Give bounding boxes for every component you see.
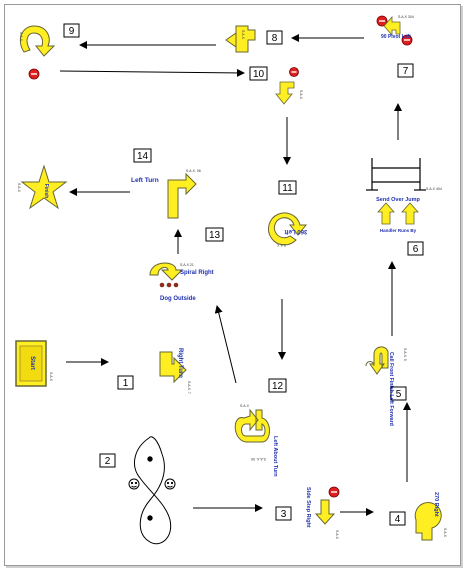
svg-text:S.A.X. 06: S.A.X. 06 [186, 169, 201, 173]
station-13-label: Spiral Right [180, 270, 214, 276]
station-3-number: 3 [281, 509, 287, 520]
svg-text:S.A.X 21: S.A.X 21 [180, 263, 194, 267]
station-6-jump: Send Over Jump Handler Runs By S.A.X 404 [366, 158, 442, 233]
station-5-label: Call Front Finish Left Forward [388, 352, 394, 426]
station-9-box: 9 [63, 23, 80, 38]
station-1-sign: Right Turn S.A.X. 7 [159, 348, 191, 394]
smiley-right [164, 478, 176, 490]
station-8-sign: S.A.X [225, 25, 256, 53]
svg-text:S.A.X. 5: S.A.X. 5 [403, 348, 407, 361]
arrow-12-to-13 [214, 305, 237, 384]
arrow-9-to-10 [59, 68, 245, 77]
station-3-sign: Side Step Right S.A.X [305, 486, 340, 540]
finish-label: Finish [43, 184, 49, 199]
station-12-label: Left About Turn [272, 436, 278, 477]
station-2-number: 2 [105, 456, 111, 467]
station-5-box: 5 [390, 386, 407, 401]
start-label: Start [29, 356, 35, 370]
svg-text:S.A.X: S.A.X [49, 372, 53, 382]
station-9-sign: S.A.X [19, 25, 56, 80]
station-13-box: 13 [205, 227, 224, 242]
station-10-number: 10 [253, 69, 265, 80]
finish-sign: Finish S.A.X [17, 164, 68, 210]
svg-text:S.A.X: S.A.X [241, 30, 245, 40]
cone-bottom [147, 515, 153, 521]
station-4-number: 4 [395, 514, 401, 525]
station-1-number: 1 [123, 378, 129, 389]
station-11-label: 360 Left [285, 228, 308, 234]
pylon-2 [166, 282, 172, 288]
station-3-label: Side Step Right [305, 487, 311, 528]
station-14-number: 14 [137, 151, 149, 162]
station-4-sign: 270 Right S.A.X [414, 492, 447, 541]
svg-text:S.A.X: S.A.X [19, 32, 23, 42]
pylon-1 [159, 282, 165, 288]
svg-text:S.A.X 304: S.A.X 304 [398, 15, 414, 19]
pylon-3 [173, 282, 179, 288]
station-14-box: 14 [133, 148, 152, 163]
svg-text:S.A.X: S.A.X [17, 183, 21, 193]
station-7-sign: 90 Pivot Left S.A.X 304 [376, 15, 414, 46]
station-number-boxes: 1 2 3 4 5 6 7 8 9 10 11 12 13 14 [63, 23, 424, 526]
course-border [4, 4, 461, 566]
svg-text:S.A.X: S.A.X [335, 530, 339, 540]
station-6-number: 6 [413, 244, 419, 255]
station-11-number: 11 [282, 183, 293, 194]
course-path-arrows [59, 34, 411, 516]
station-12-box: 12 [268, 378, 287, 393]
station-4-box: 4 [389, 511, 406, 526]
cone-top [147, 456, 153, 462]
svg-text:S.A.X 404: S.A.X 404 [426, 187, 442, 191]
station-12-number: 12 [272, 381, 284, 392]
svg-text:S.A.X. 7: S.A.X. 7 [187, 381, 191, 394]
station-14-sign: Left Turn S.A.X. 06 [131, 169, 201, 219]
station-11-sign: 360 Left S.A.X [268, 212, 308, 247]
svg-text:S.A.X: S.A.X [443, 528, 447, 538]
smiley-left [128, 478, 140, 490]
svg-text:S.A.X. 05: S.A.X. 05 [251, 457, 266, 461]
station-2-figure-eight [128, 436, 176, 545]
jump-icon [366, 158, 426, 191]
station-14-label: Left Turn [131, 177, 159, 184]
station-13-sublabel: Dog Outside [160, 296, 196, 302]
station-12-sign: Left About Turn S.A.X. 05 S.A.X [234, 404, 278, 477]
station-13-sign: Spiral Right Dog Outside S.A.X 21 [149, 262, 214, 302]
station-9-number: 9 [69, 26, 75, 37]
station-7-label: 90 Pivot Left [381, 34, 411, 40]
station-11-box: 11 [278, 180, 297, 195]
station-5-number: 5 [396, 389, 402, 400]
svg-text:S.A.X: S.A.X [276, 243, 286, 247]
station-8-number: 8 [272, 33, 278, 44]
station-4-label: 270 Right [433, 492, 439, 517]
station-2-box: 2 [99, 453, 116, 468]
start-sign: Start S.A.X [15, 340, 53, 387]
station-1-box: 1 [117, 375, 134, 390]
station-6-sublabel: Handler Runs By [380, 228, 417, 233]
svg-text:S.A.X: S.A.X [240, 404, 250, 408]
station-6-box: 6 [407, 241, 424, 256]
station-13-number: 13 [209, 230, 221, 241]
station-10-sign: S.A.X [275, 67, 303, 105]
station-8-box: 8 [266, 30, 283, 45]
svg-text:S.A.X: S.A.X [299, 90, 303, 100]
station-3-box: 3 [275, 506, 292, 521]
station-10-box: 10 [249, 66, 268, 81]
station-7-box: 7 [397, 63, 414, 78]
station-1-label: Right Turn [177, 348, 183, 378]
station-7-number: 7 [403, 66, 409, 77]
station-5-sign: Call Front Finish Left Forward S.A.X. 5 [365, 346, 407, 426]
station-6-label: Send Over Jump [376, 197, 420, 203]
